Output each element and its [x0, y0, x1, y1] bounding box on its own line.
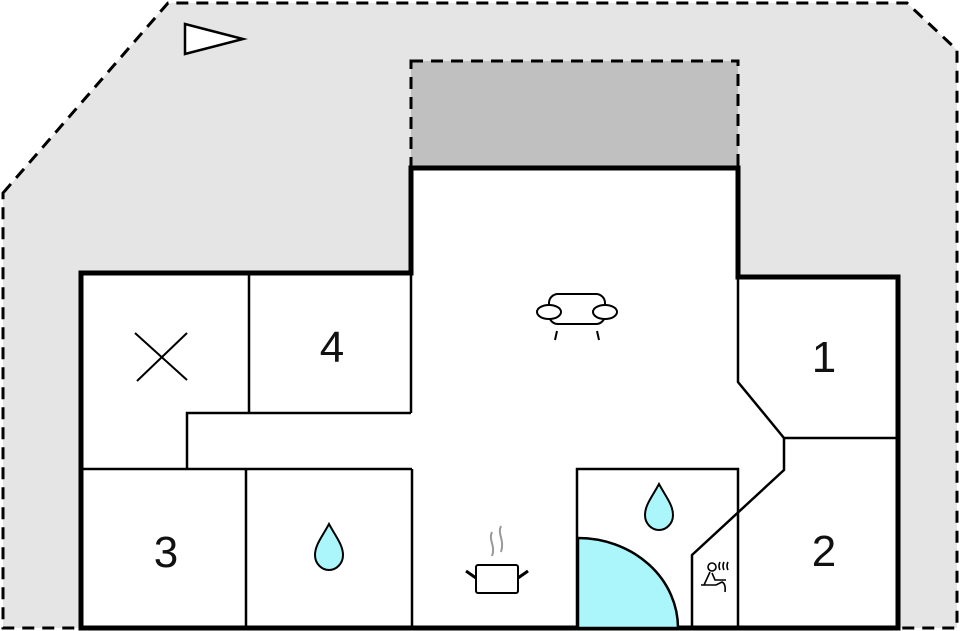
cooking-pot-icon [465, 525, 529, 594]
room-label-1: 1 [811, 333, 837, 382]
covered-terrace-area [409, 59, 740, 170]
exterior-walls [78, 165, 901, 631]
water-drop-icon [643, 481, 675, 532]
house-footprint [81, 168, 898, 628]
cross-icon [134, 332, 188, 382]
room-label-2: 2 [811, 527, 837, 576]
sauna-icon [701, 561, 729, 593]
sofa-icon [536, 293, 618, 341]
whirlpool-quarter-circle [576, 536, 680, 630]
room-label-4: 4 [319, 323, 345, 372]
room-label-3: 3 [153, 528, 179, 577]
water-drop-icon [313, 521, 345, 572]
north-arrow-icon [183, 22, 248, 56]
